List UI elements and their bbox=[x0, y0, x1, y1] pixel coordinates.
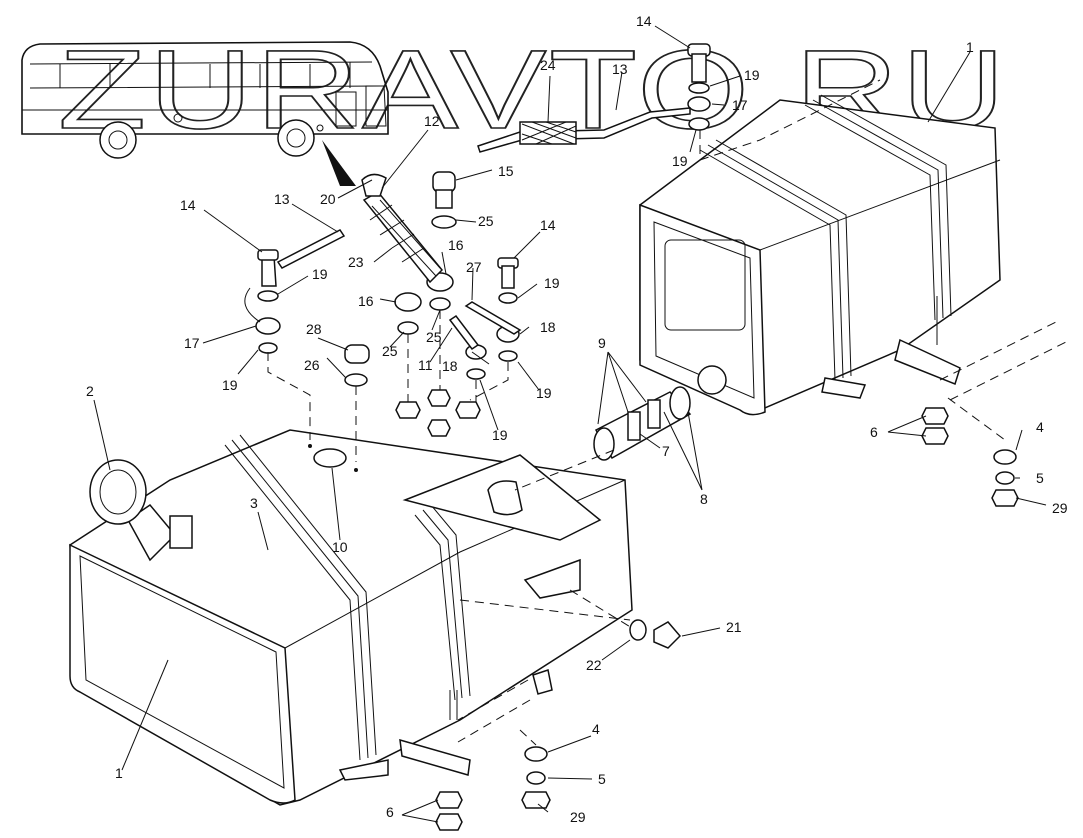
bus-illustration bbox=[21, 41, 389, 186]
callout-17-left: 17 bbox=[184, 335, 200, 351]
callout-19-mid-b: 19 bbox=[544, 275, 560, 291]
callout-10: 10 bbox=[332, 539, 348, 555]
callout-14-left: 14 bbox=[180, 197, 196, 213]
callout-14-mid: 14 bbox=[540, 217, 556, 233]
callout-29-right: 29 bbox=[1052, 500, 1068, 516]
callout-19-left: 19 bbox=[222, 377, 238, 393]
callout-7: 7 bbox=[662, 443, 670, 459]
callout-20: 20 bbox=[320, 191, 336, 207]
callout-28: 28 bbox=[306, 321, 322, 337]
callout-13-left: 13 bbox=[274, 191, 290, 207]
callout-8: 8 bbox=[700, 491, 708, 507]
callout-labels: 1 1 2 3 4 4 5 5 6 6 7 8 9 10 11 12 13 13… bbox=[86, 13, 1068, 825]
assembly-lines bbox=[267, 79, 1071, 746]
callout-11: 11 bbox=[418, 357, 433, 373]
front-fuel-tank bbox=[69, 429, 633, 806]
rear-fuel-tank bbox=[639, 94, 1001, 416]
callout-19-top-b: 19 bbox=[672, 153, 688, 169]
callout-13-top: 13 bbox=[612, 61, 628, 77]
callout-24: 24 bbox=[540, 57, 556, 73]
callout-27: 27 bbox=[466, 259, 482, 275]
callout-2: 2 bbox=[86, 383, 94, 399]
callout-6-bottom: 6 bbox=[386, 804, 394, 820]
callout-9: 9 bbox=[598, 335, 606, 351]
callout-19-mid-a: 19 bbox=[312, 266, 328, 282]
callout-1-rear-tank: 1 bbox=[966, 39, 974, 55]
callout-6-right: 6 bbox=[870, 424, 878, 440]
callout-25-a: 25 bbox=[478, 213, 494, 229]
callout-4-bottom: 4 bbox=[592, 721, 600, 737]
callout-15: 15 bbox=[498, 163, 514, 179]
callout-21: 21 bbox=[726, 619, 742, 635]
callout-17-top: 17 bbox=[732, 97, 748, 113]
callout-29-bottom: 29 bbox=[570, 809, 586, 825]
callout-3: 3 bbox=[250, 495, 258, 511]
fittings-and-hoses bbox=[244, 43, 1019, 831]
callout-18-a: 18 bbox=[540, 319, 556, 335]
callout-16-left: 16 bbox=[358, 293, 374, 309]
callout-12: 12 bbox=[424, 113, 440, 129]
callout-19-mid-c: 19 bbox=[536, 385, 552, 401]
callout-18-b: 18 bbox=[442, 358, 458, 374]
callout-19-top-a: 19 bbox=[744, 67, 760, 83]
callout-19-bottom: 19 bbox=[492, 427, 508, 443]
callout-14-top: 14 bbox=[636, 13, 652, 29]
callout-23: 23 bbox=[348, 254, 364, 270]
callout-5-right: 5 bbox=[1036, 470, 1044, 486]
callout-5-bottom: 5 bbox=[598, 771, 606, 787]
callout-25-c: 25 bbox=[426, 329, 442, 345]
callout-25-b: 25 bbox=[382, 343, 398, 359]
callout-4-right: 4 bbox=[1036, 419, 1044, 435]
leader-lines bbox=[93, 25, 1047, 823]
callout-26: 26 bbox=[304, 357, 320, 373]
callout-16-right: 16 bbox=[448, 237, 464, 253]
callout-1-front-tank: 1 bbox=[115, 765, 123, 781]
callout-22: 22 bbox=[586, 657, 602, 673]
